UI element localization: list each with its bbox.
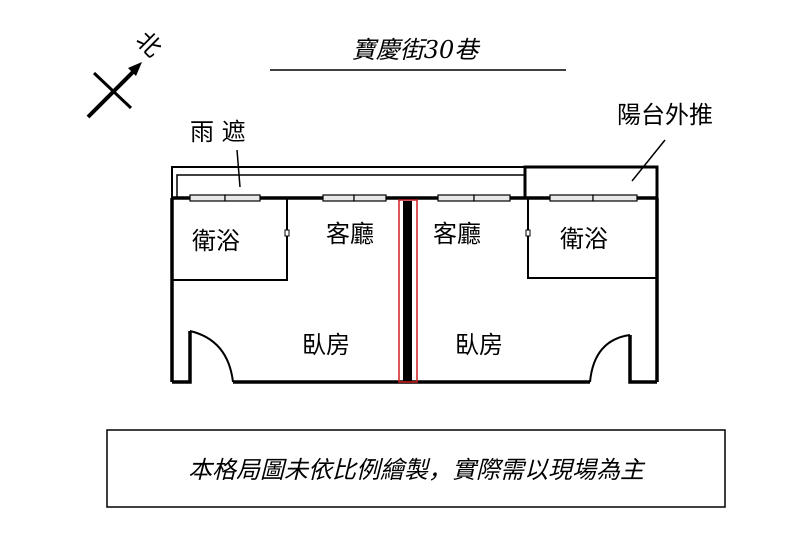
door-right [589,334,631,383]
disclaimer-text: 本格局圖未依比例繪製，實際需以現場為主 [188,456,646,484]
label-balcony: 陽台外推 [617,101,713,129]
party-wall [403,201,412,381]
label-bedroom-left: 臥房 [302,331,350,359]
awning-leader [236,149,241,188]
north-label: 北 [130,26,167,63]
label-living-left: 客廳 [326,220,374,248]
balcony-leader [631,139,666,182]
bath-left-walls [172,198,288,281]
label-bedroom-right: 臥房 [455,331,503,359]
windows [189,194,638,202]
disclaimer-box [106,429,726,508]
bath-right-walls [527,198,657,279]
awning [171,165,659,200]
north-arrow-icon: 北 [86,26,167,119]
street-title: 寶慶街30巷 [352,36,482,64]
label-bath-right: 衛浴 [560,225,608,253]
label-bath-left: 衛浴 [192,227,240,255]
label-living-right: 客廳 [433,220,481,248]
label-awning: 雨 遮 [190,118,246,146]
party-wall-highlight [398,199,418,383]
door-left [189,330,234,383]
